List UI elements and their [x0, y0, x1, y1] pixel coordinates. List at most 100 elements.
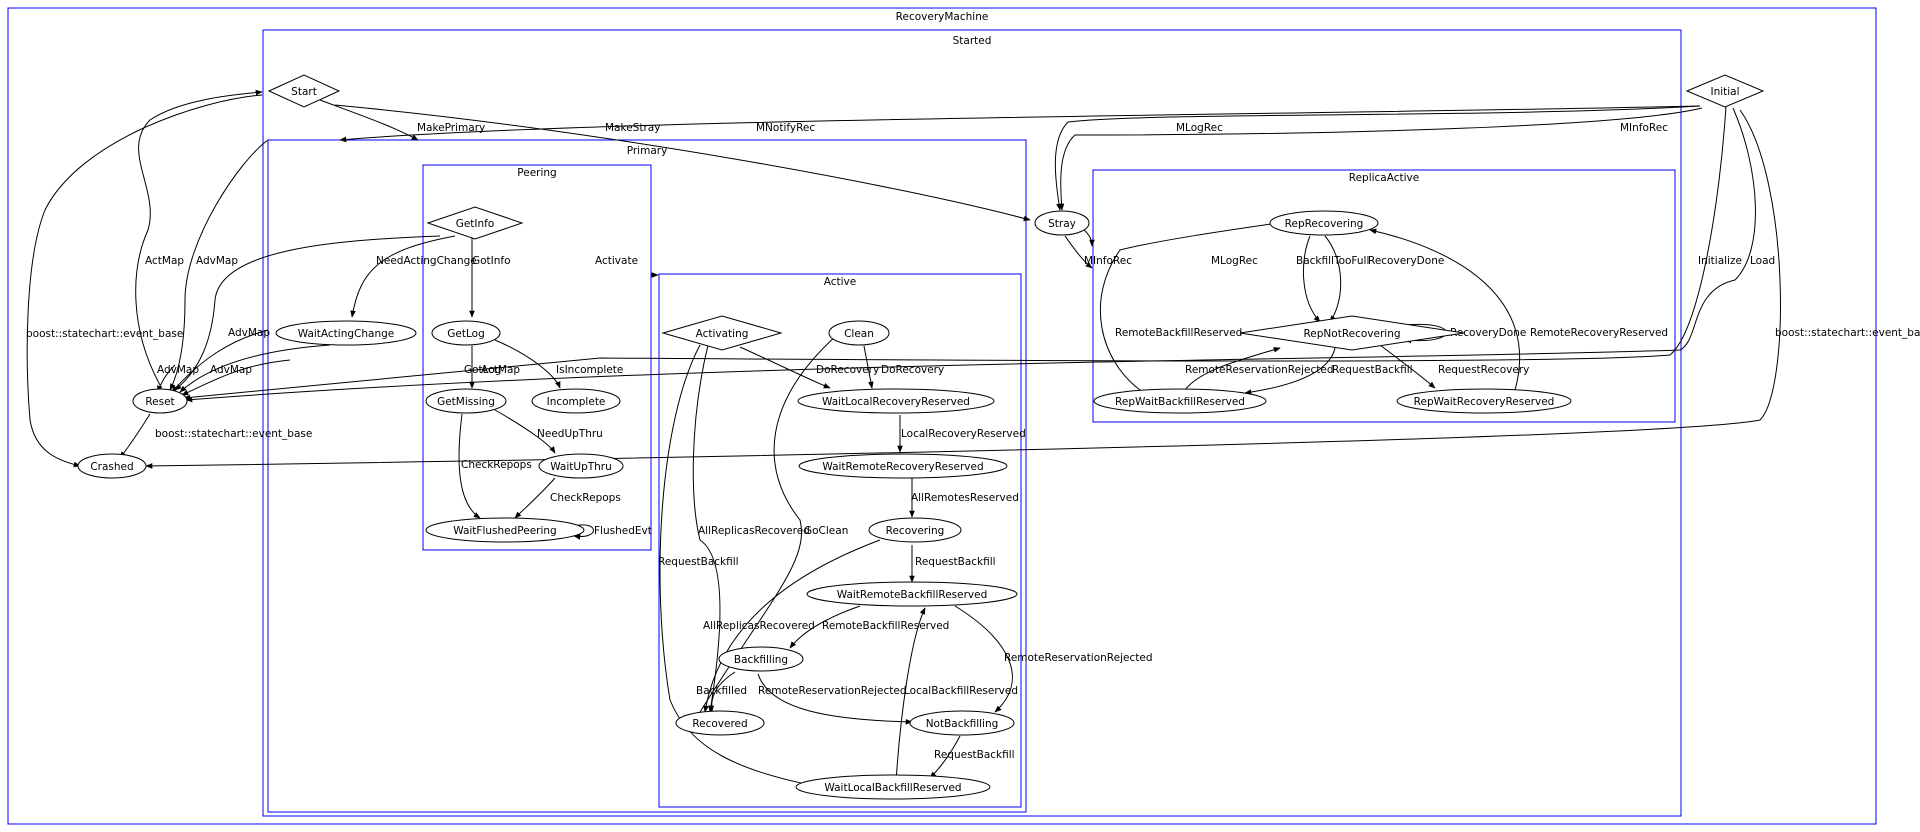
edge-label-remotereservationrejected-1: RemoteReservationRejected — [1004, 652, 1152, 664]
edge-label-actmap: ActMap — [145, 255, 184, 267]
cluster-recoverymachine — [7, 7, 1877, 825]
edge-activating-waitlocalrecovery — [739, 346, 831, 389]
edge-label-dorecovery-1: DoRecovery — [816, 364, 879, 376]
edge-waitactingchange-reset — [179, 344, 331, 393]
node-label-start: Start — [291, 86, 317, 98]
node-label-getmissing: GetMissing — [437, 396, 495, 408]
edge-label-mlogrec-top: MLogRec — [1176, 122, 1223, 134]
edge-label-isincomplete: IsIncomplete — [556, 364, 623, 376]
node-label-waitupthru: WaitUpThru — [550, 461, 612, 473]
edge-label-remotebackfillreserved-rep: RemoteBackfillReserved — [1115, 327, 1242, 339]
edge-label-advmap-1: AdvMap — [196, 255, 238, 267]
edge-label-requestrecovery: RequestRecovery — [1438, 364, 1529, 376]
edge-initial-reset-initialize — [183, 105, 1727, 401]
edge-label-localrecoveryreserved: LocalRecoveryReserved — [901, 428, 1026, 440]
node-waitactingchange — [275, 320, 417, 346]
node-label-waitactingchange: WaitActingChange — [298, 328, 395, 340]
node-label-repwaitbackfillreserved: RepWaitBackfillReserved — [1115, 396, 1245, 408]
node-label-waitlocalbackfillreserved: WaitLocalBackfillReserved — [824, 782, 961, 794]
cluster-label-recoverymachine: RecoveryMachine — [896, 11, 989, 23]
edge-reset-start-actmap — [135, 89, 263, 386]
node-repnotrecovering — [1239, 315, 1465, 351]
node-repwaitbackfillreserved — [1093, 388, 1267, 414]
edge-repwaitrecovery-reprecovering — [1369, 228, 1521, 391]
edge-label-remotereservationrejected-rep: RemoteReservationRejected — [1185, 364, 1333, 376]
edge-label-needactingchange: NeedActingChange — [376, 255, 477, 267]
edge-getinfo-reset — [174, 235, 441, 391]
node-label-reset: Reset — [145, 396, 174, 408]
edge-getlog-incomplete — [494, 339, 561, 389]
edge-primary-reset-1 — [169, 139, 269, 391]
cluster-primary — [267, 139, 1027, 813]
edge-initial-stray-a — [1054, 105, 1701, 211]
edge-label-remotebackfillreserved: RemoteBackfillReserved — [822, 620, 949, 632]
edge-label-recoverydone-self: RecoveryDone — [1450, 327, 1526, 339]
edge-waitremotebackfill-notbackfilling — [954, 605, 1013, 713]
edge-getinfo-waitactingchange — [350, 235, 456, 318]
edge-initial-primary — [339, 105, 1701, 143]
node-label-stray: Stray — [1048, 218, 1076, 230]
edge-recovered-clean — [699, 327, 846, 713]
edge-label-requestbackfill-rep: RequestBackfill — [1332, 364, 1413, 376]
node-label-crashed: Crashed — [90, 461, 133, 473]
edge-label-mlogrec-stray: MLogRec — [1211, 255, 1258, 267]
edge-label-advmap-3: AdvMap — [157, 364, 199, 376]
node-label-waitremotebackfillreserved: WaitRemoteBackfillReserved — [837, 589, 988, 601]
node-start — [267, 74, 341, 108]
edge-label-mnotifyrec: MNotifyRec — [756, 122, 815, 134]
edge-label-activate: Activate — [595, 255, 638, 267]
node-label-getinfo: GetInfo — [456, 218, 495, 230]
node-waitupthru — [538, 453, 624, 479]
edge-initial-crashed — [145, 109, 1781, 469]
node-repwaitrecoveryreserved — [1396, 388, 1572, 414]
node-getinfo — [426, 206, 524, 240]
edge-getmissing-waitupthru — [494, 409, 556, 454]
cluster-label-primary: Primary — [627, 145, 668, 157]
edge-activating-waitlocalbackfill — [659, 344, 811, 787]
cluster-label-peering: Peering — [517, 167, 556, 179]
node-label-repnotrecovering: RepNotRecovering — [1303, 328, 1400, 340]
edge-label-remotereservationrejected-2: RemoteReservationRejected — [758, 685, 906, 697]
edge-label-allremotesreserved: AllRemotesReserved — [911, 492, 1019, 504]
edge-initial-stray-b — [1058, 107, 1703, 211]
edge-label-initialize: Initialize — [1698, 255, 1742, 267]
node-label-waitremoterecoveryreserved: WaitRemoteRecoveryReserved — [822, 461, 983, 473]
node-getlog — [431, 320, 501, 346]
node-recovered — [675, 710, 765, 736]
node-clean — [828, 320, 890, 346]
edge-repnotrecovering-repwaitrecovery — [1379, 344, 1436, 389]
edge-label-minforec-top: MInfoRec — [1620, 122, 1668, 134]
node-label-activating: Activating — [696, 328, 749, 340]
edge-label-event-base-right: boost::statechart::event_base — [1775, 327, 1920, 339]
edge-reset-crashed — [119, 413, 151, 459]
node-label-repwaitrecoveryreserved: RepWaitRecoveryReserved — [1414, 396, 1555, 408]
node-label-recovered: Recovered — [692, 718, 747, 730]
edge-label-recoverydone: RecoveryDone — [1368, 255, 1444, 267]
cluster-active — [658, 273, 1022, 808]
node-label-initial: Initial — [1710, 86, 1739, 98]
edge-waitremotebackfill-backfilling — [789, 605, 861, 649]
cluster-replicaactive — [1092, 169, 1676, 423]
edge-label-advmap-4: AdvMap — [210, 364, 252, 376]
node-label-clean: Clean — [844, 328, 874, 340]
edge-label-checkrepops-2: CheckRepops — [550, 492, 621, 504]
edge-label-load: Load — [1750, 255, 1775, 267]
node-getmissing — [425, 388, 507, 414]
edge-repwaitbackfill-repnotrecovering — [1184, 347, 1281, 391]
node-waitlocalbackfillreserved — [795, 774, 991, 800]
edge-label-allreplicasrecovered-2: AllReplicasRecovered — [703, 620, 815, 632]
edge-repwaitbackfill-reprecovering — [1099, 220, 1286, 391]
edge-primary-reset-2 — [171, 329, 269, 393]
edge-waitupthru-waitflushed — [514, 477, 556, 519]
node-label-reprecovering: RepRecovering — [1285, 218, 1364, 230]
edge-advmap4 — [181, 359, 291, 396]
node-recovering — [868, 517, 962, 543]
node-crashed — [77, 453, 147, 479]
edge-clean-waitlocalrecovery — [863, 345, 874, 389]
edge-reprecovering-repnotrecovering-b — [1324, 235, 1342, 323]
cluster-label-replicaactive: ReplicaActive — [1349, 172, 1419, 184]
node-label-backfilling: Backfilling — [734, 654, 788, 666]
edge-label-event-base-left: boost::statechart::event_base — [26, 328, 183, 340]
node-label-recovering: Recovering — [886, 525, 945, 537]
